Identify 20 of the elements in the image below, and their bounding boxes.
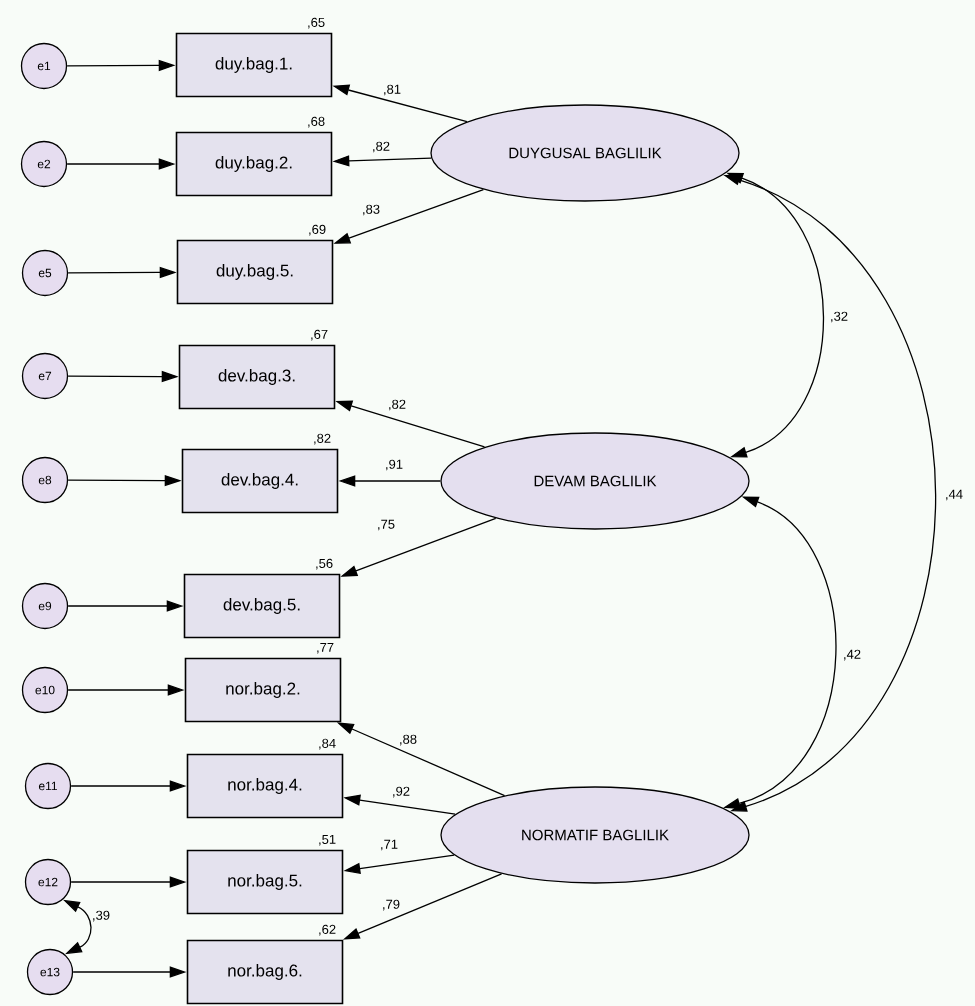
observed-variable-box: dev.bag.3.	[178, 344, 336, 410]
observed-variable-box: nor.bag.5.	[186, 849, 344, 915]
r-squared-label: ,67	[311, 329, 328, 341]
r-squared-label: ,84	[319, 738, 336, 750]
observed-variable-box: duy.bag.5.	[176, 239, 334, 305]
r-squared-label: ,68	[308, 116, 325, 128]
observed-variable-box: dev.bag.5.	[183, 573, 341, 639]
r-squared-label: ,77	[317, 642, 334, 654]
observed-variable-box: nor.bag.2.	[184, 657, 342, 723]
observed-variable-box: nor.bag.6.	[186, 939, 344, 1005]
observed-variable-box: dev.bag.4.	[181, 448, 339, 514]
r-squared-label: ,51	[319, 834, 336, 846]
r-squared-label: ,69	[309, 224, 326, 236]
r-squared-label: ,82	[314, 433, 331, 445]
r-squared-label: ,65	[308, 17, 325, 29]
r-squared-label: ,62	[319, 924, 336, 936]
r-squared-label: ,56	[316, 558, 333, 570]
observed-variable-box: duy.bag.1.	[175, 32, 333, 98]
observed-variable-box: duy.bag.2.	[175, 131, 333, 197]
observed-variable-box: nor.bag.4.	[186, 753, 344, 819]
